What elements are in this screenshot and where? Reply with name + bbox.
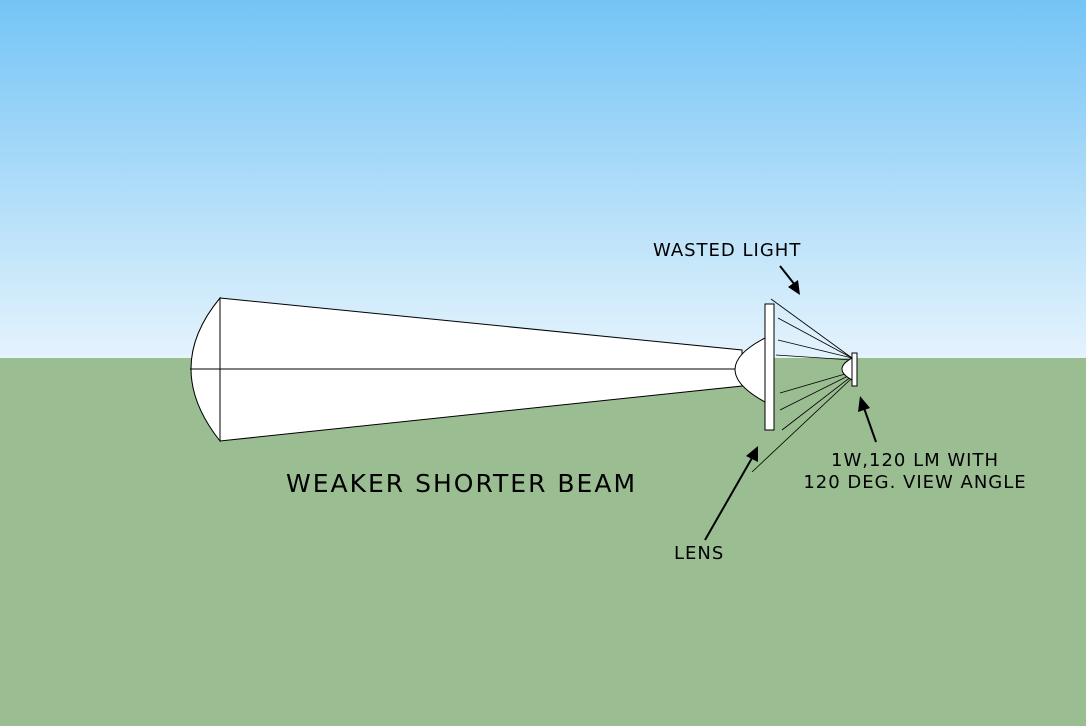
wasted-light-arrowhead: [788, 280, 800, 295]
lens-arrowhead: [746, 446, 758, 462]
ground: [0, 358, 1086, 726]
lens-curve: [734, 337, 766, 403]
lens-label: LENS: [674, 543, 725, 564]
led-spec-line-1: 1W,120 LM WITH: [831, 450, 999, 471]
led-arrowhead: [858, 396, 870, 412]
lens-flange: [764, 303, 775, 431]
led-plate: [851, 352, 858, 387]
beam-cone: [190, 296, 743, 443]
led-spec-label: 1W,120 LM WITH 120 DEG. VIEW ANGLE: [770, 450, 1060, 494]
led-spec-line-2: 120 DEG. VIEW ANGLE: [803, 472, 1027, 493]
wasted-light-rays: [751, 298, 853, 473]
sky: [0, 0, 1086, 358]
led-emitter: [841, 352, 858, 387]
beam-label: WEAKER SHORTER BEAM: [286, 469, 638, 498]
pointer-arrows: [704, 265, 877, 541]
wasted-light-label: WASTED LIGHT: [653, 240, 802, 261]
lens: [734, 303, 775, 431]
